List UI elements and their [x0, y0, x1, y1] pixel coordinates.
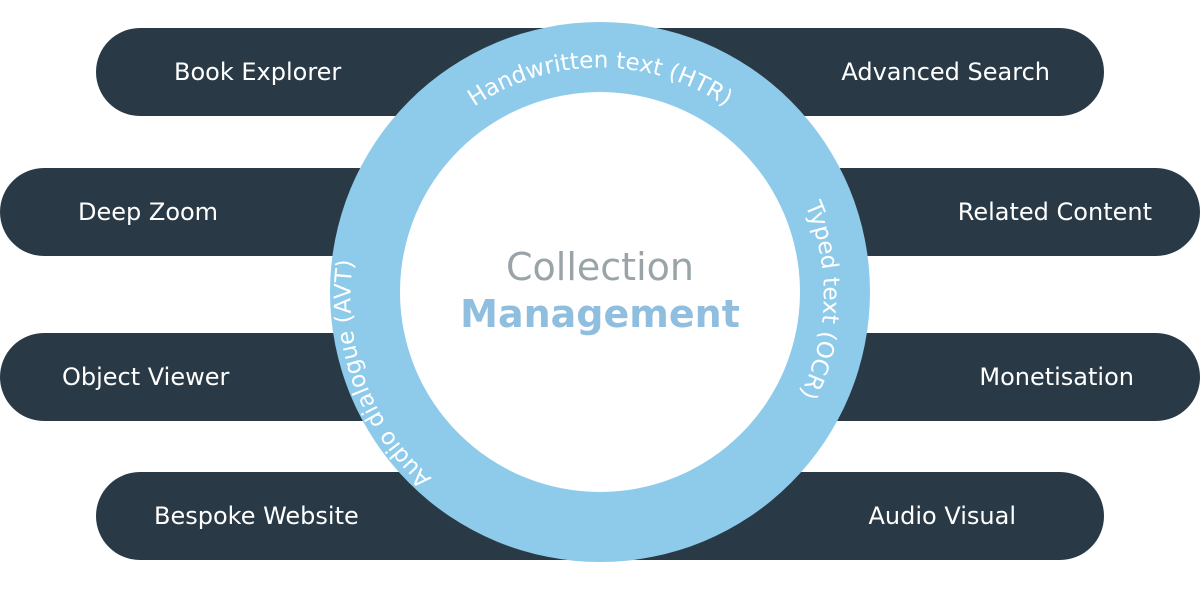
center-title-line2: Management: [460, 292, 740, 336]
center-title-line1: Collection: [506, 245, 694, 289]
feature-label: Audio Visual: [868, 502, 1017, 530]
feature-label: Deep Zoom: [78, 198, 219, 226]
feature-label: Book Explorer: [174, 58, 342, 86]
feature-label: Monetisation: [979, 363, 1134, 391]
ring-inner: [400, 92, 800, 492]
feature-label: Related Content: [957, 198, 1152, 226]
feature-label: Object Viewer: [62, 363, 230, 391]
feature-label: Advanced Search: [841, 58, 1050, 86]
feature-label: Bespoke Website: [154, 502, 359, 530]
